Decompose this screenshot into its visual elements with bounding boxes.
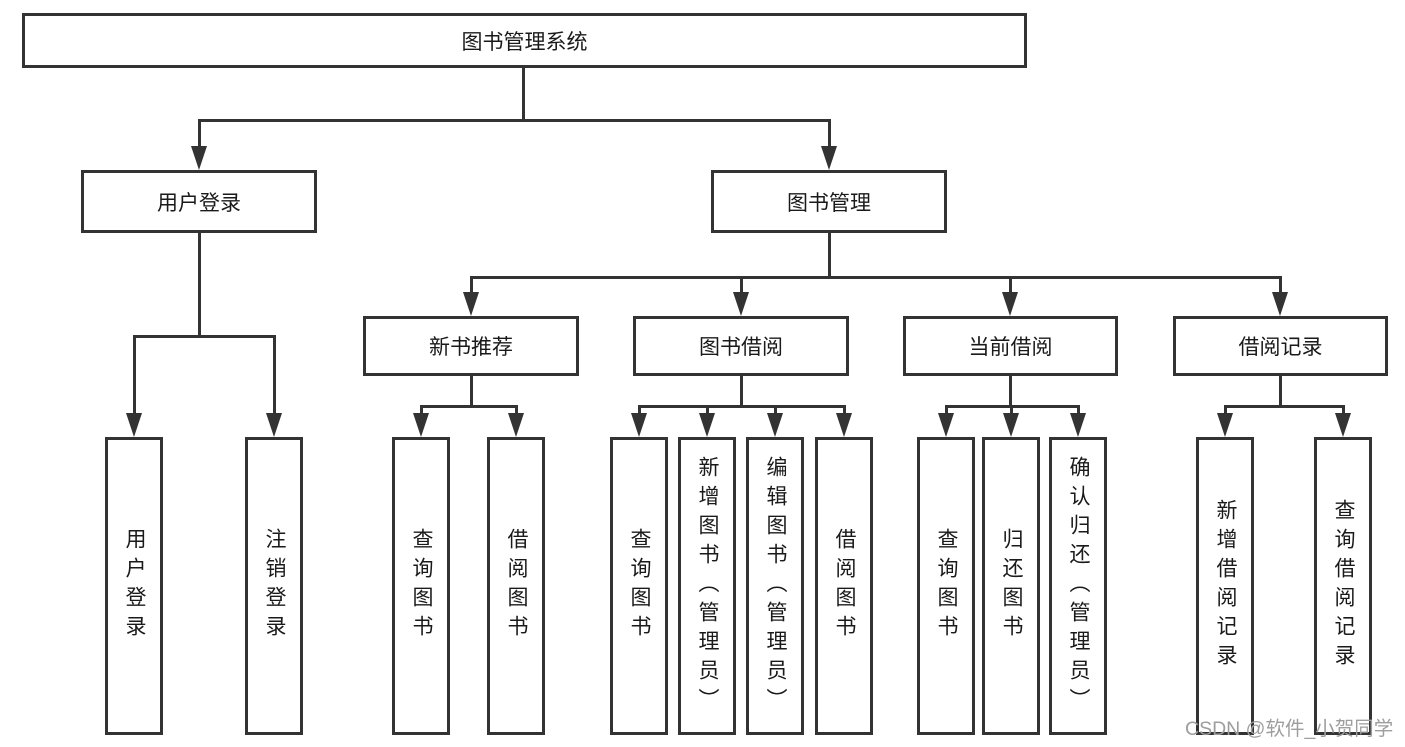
arrow-down-icon [1272,292,1288,316]
node-label: 注销登录 [263,528,286,644]
connector-vline [198,233,201,337]
node-borrow-books: 借阅图书 [815,437,873,735]
node-query-books-current: 查询图书 [917,437,975,735]
node-label: 查询图书 [410,528,433,644]
node-label: 归还图书 [1000,528,1023,644]
arrow-down-icon [1335,413,1351,437]
node-label: 借阅图书 [505,528,528,644]
node-label: 查询图书 [935,528,958,644]
node-label: 编辑图书（管理员） [764,455,787,717]
arrow-down-icon [413,413,429,437]
connector-hline [1224,405,1345,408]
node-current-borrowing: 当前借阅 [903,316,1118,376]
node-borrow-books-recommend: 借阅图书 [487,437,545,735]
connector-vline [1279,276,1282,296]
node-new-book-recommendation: 新书推荐 [363,316,579,376]
arrow-down-icon [1003,413,1019,437]
arrow-down-icon [733,292,749,316]
connector-vline [843,405,846,417]
connector-vline [828,233,831,279]
connector-hline [470,276,1282,279]
node-borrowing-records: 借阅记录 [1173,316,1388,376]
node-query-books-borrowing: 查询图书 [610,437,668,735]
node-return-books: 归还图书 [982,437,1040,735]
node-book-borrowing: 图书借阅 [633,316,849,376]
arrow-down-icon [699,413,715,437]
node-confirm-return-admin: 确认归还（管理员） [1049,437,1107,735]
arrow-down-icon [126,413,142,437]
node-label: 图书管理 [787,191,871,215]
connector-vline [1224,405,1227,417]
arrow-down-icon [463,292,479,316]
arrow-down-icon [266,413,282,437]
connector-vline [740,276,743,296]
connector-vline [198,119,201,148]
connector-hline [638,405,846,408]
connector-vline [706,405,709,417]
arrow-down-icon [821,146,837,170]
connector-vline [638,405,641,417]
connector-vline [774,405,777,417]
connector-hline [133,335,276,338]
arrow-down-icon [631,413,647,437]
connector-vline [1009,376,1012,408]
connector-vline [1009,276,1012,296]
connector-vline [470,276,473,296]
node-query-books-recommend: 查询图书 [392,437,450,735]
connector-vline [1342,405,1345,417]
arrow-down-icon [767,413,783,437]
arrow-down-icon [1002,292,1018,316]
node-label: 新增图书（管理员） [696,455,719,717]
node-label: 确认归还（管理员） [1067,455,1090,717]
connector-vline [1077,405,1080,417]
node-add-books-admin: 新增图书（管理员） [678,437,736,735]
node-label: 查询借阅记录 [1332,499,1355,673]
connector-vline [945,405,948,417]
node-label: 图书管理系统 [461,30,588,54]
node-add-borrow-record: 新增借阅记录 [1196,437,1254,735]
arrow-down-icon [938,413,954,437]
node-logout: 注销登录 [245,437,303,735]
node-query-borrow-record: 查询借阅记录 [1314,437,1372,735]
connector-vline [740,376,743,408]
arrow-down-icon [836,413,852,437]
node-label: 新书推荐 [429,336,513,359]
node-label: 新增借阅记录 [1214,499,1237,673]
arrow-down-icon [508,413,524,437]
node-library-management-system: 图书管理系统 [22,13,1027,68]
arrow-down-icon [1070,413,1086,437]
connector-vline [1279,376,1282,408]
connector-vline [828,119,831,148]
connector-vline [470,376,473,408]
arrow-down-icon [191,146,207,170]
connector-vline [420,405,423,417]
connector-vline [515,405,518,417]
connector-vline [522,68,525,120]
connector-hline [420,405,518,408]
node-edit-books-admin: 编辑图书（管理员） [746,437,804,735]
connector-vline [273,335,276,415]
arrow-down-icon [1217,413,1233,437]
connector-hline [198,119,831,122]
node-label: 借阅图书 [833,528,856,644]
node-user-login-branch: 用户登录 [81,170,317,233]
node-label: 查询图书 [628,528,651,644]
csdn-watermark: CSDN @软件_小贺同学 [1185,718,1394,740]
node-book-management-branch: 图书管理 [711,170,947,233]
node-label: 借阅记录 [1238,336,1323,359]
node-label: 用户登录 [123,528,146,644]
connector-vline [1010,405,1013,417]
node-user-login-leaf: 用户登录 [105,437,163,735]
node-label: 当前借阅 [968,336,1053,359]
node-label: 用户登录 [157,191,241,215]
connector-vline [133,335,136,415]
node-label: 图书借阅 [699,336,783,359]
